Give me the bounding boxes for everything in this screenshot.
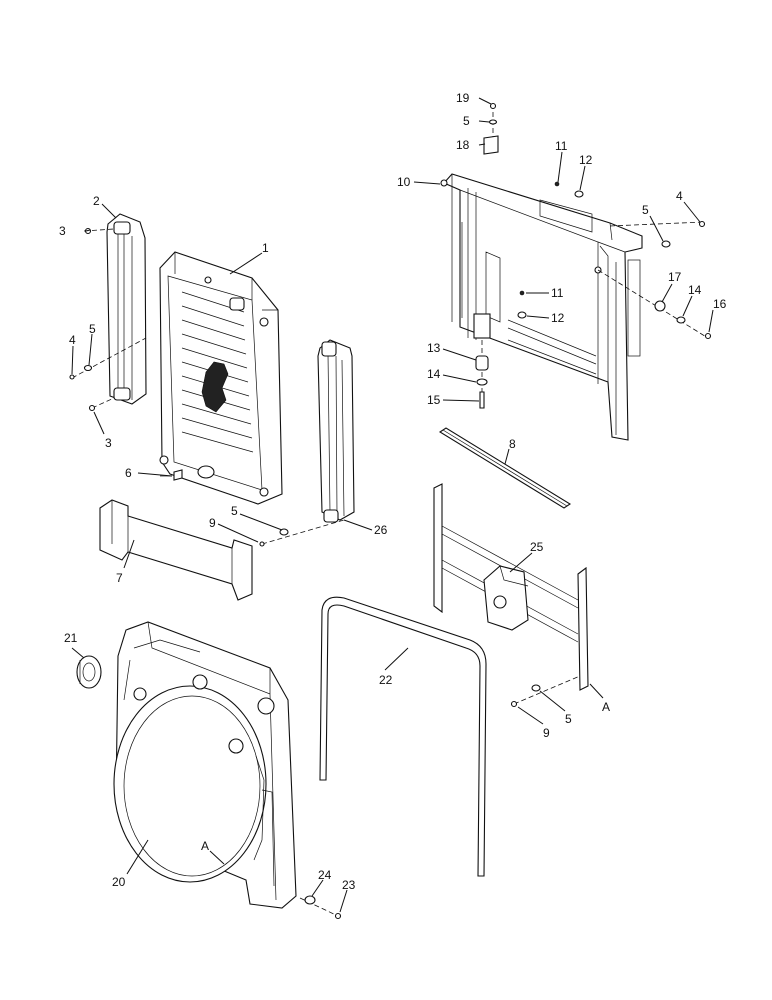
fan-shroud-part bbox=[113, 621, 342, 920]
callout-5: 5 bbox=[463, 114, 470, 128]
callout-11: 11 bbox=[551, 286, 564, 300]
callout-labels: 19 5 18 11 12 10 4 5 17 14 16 11 12 13 1… bbox=[59, 91, 727, 892]
callout-26: 26 bbox=[374, 523, 388, 537]
callout-12: 12 bbox=[579, 153, 593, 167]
callout-15: 15 bbox=[427, 393, 441, 407]
callout-19: 19 bbox=[456, 91, 470, 105]
side-hardware bbox=[597, 220, 712, 340]
callout-24: 24 bbox=[318, 868, 332, 882]
callout-12: 12 bbox=[551, 311, 565, 325]
callout-16: 16 bbox=[713, 297, 727, 311]
callout-11: 11 bbox=[555, 139, 568, 153]
shroud-frame-part bbox=[440, 173, 643, 441]
callout-18: 18 bbox=[456, 138, 470, 152]
callout-20: 20 bbox=[112, 875, 126, 889]
callout-3: 3 bbox=[59, 224, 66, 238]
oil-cooler-part bbox=[69, 213, 147, 412]
callout-14: 14 bbox=[427, 367, 441, 381]
leader-lines bbox=[71, 97, 714, 913]
callout-6: 6 bbox=[125, 466, 132, 480]
callout-7: 7 bbox=[116, 571, 123, 585]
charge-air-cooler-part bbox=[259, 339, 355, 547]
fan-bracket-part bbox=[433, 483, 589, 708]
callout-14: 14 bbox=[688, 283, 702, 297]
callout-4: 4 bbox=[69, 333, 76, 347]
callout-1: 1 bbox=[262, 241, 269, 255]
callout-23: 23 bbox=[342, 878, 356, 892]
callout-3: 3 bbox=[105, 436, 112, 450]
baffle-part bbox=[99, 499, 253, 601]
radiator-part bbox=[159, 251, 283, 505]
callout-21: 21 bbox=[64, 631, 78, 645]
callout-22: 22 bbox=[379, 673, 393, 687]
callout-5: 5 bbox=[565, 712, 572, 726]
seal-strip-part bbox=[438, 427, 572, 509]
callout-10: 10 bbox=[397, 175, 411, 189]
callout-A: A bbox=[602, 700, 610, 714]
callout-9: 9 bbox=[209, 516, 216, 530]
shroud-seal-part bbox=[319, 596, 487, 877]
grommet-part bbox=[76, 655, 102, 689]
callout-25: 25 bbox=[530, 540, 544, 554]
callout-9: 9 bbox=[543, 726, 550, 740]
callout-5: 5 bbox=[89, 322, 96, 336]
callout-5: 5 bbox=[231, 504, 238, 518]
callout-17: 17 bbox=[668, 270, 682, 284]
callout-13: 13 bbox=[427, 341, 441, 355]
callout-2: 2 bbox=[93, 194, 100, 208]
mount-hardware bbox=[475, 290, 527, 409]
callout-4: 4 bbox=[676, 189, 683, 203]
callout-5: 5 bbox=[642, 203, 649, 217]
bracket-hardware bbox=[483, 102, 584, 198]
callout-A: A bbox=[201, 839, 209, 853]
callout-8: 8 bbox=[509, 437, 516, 451]
